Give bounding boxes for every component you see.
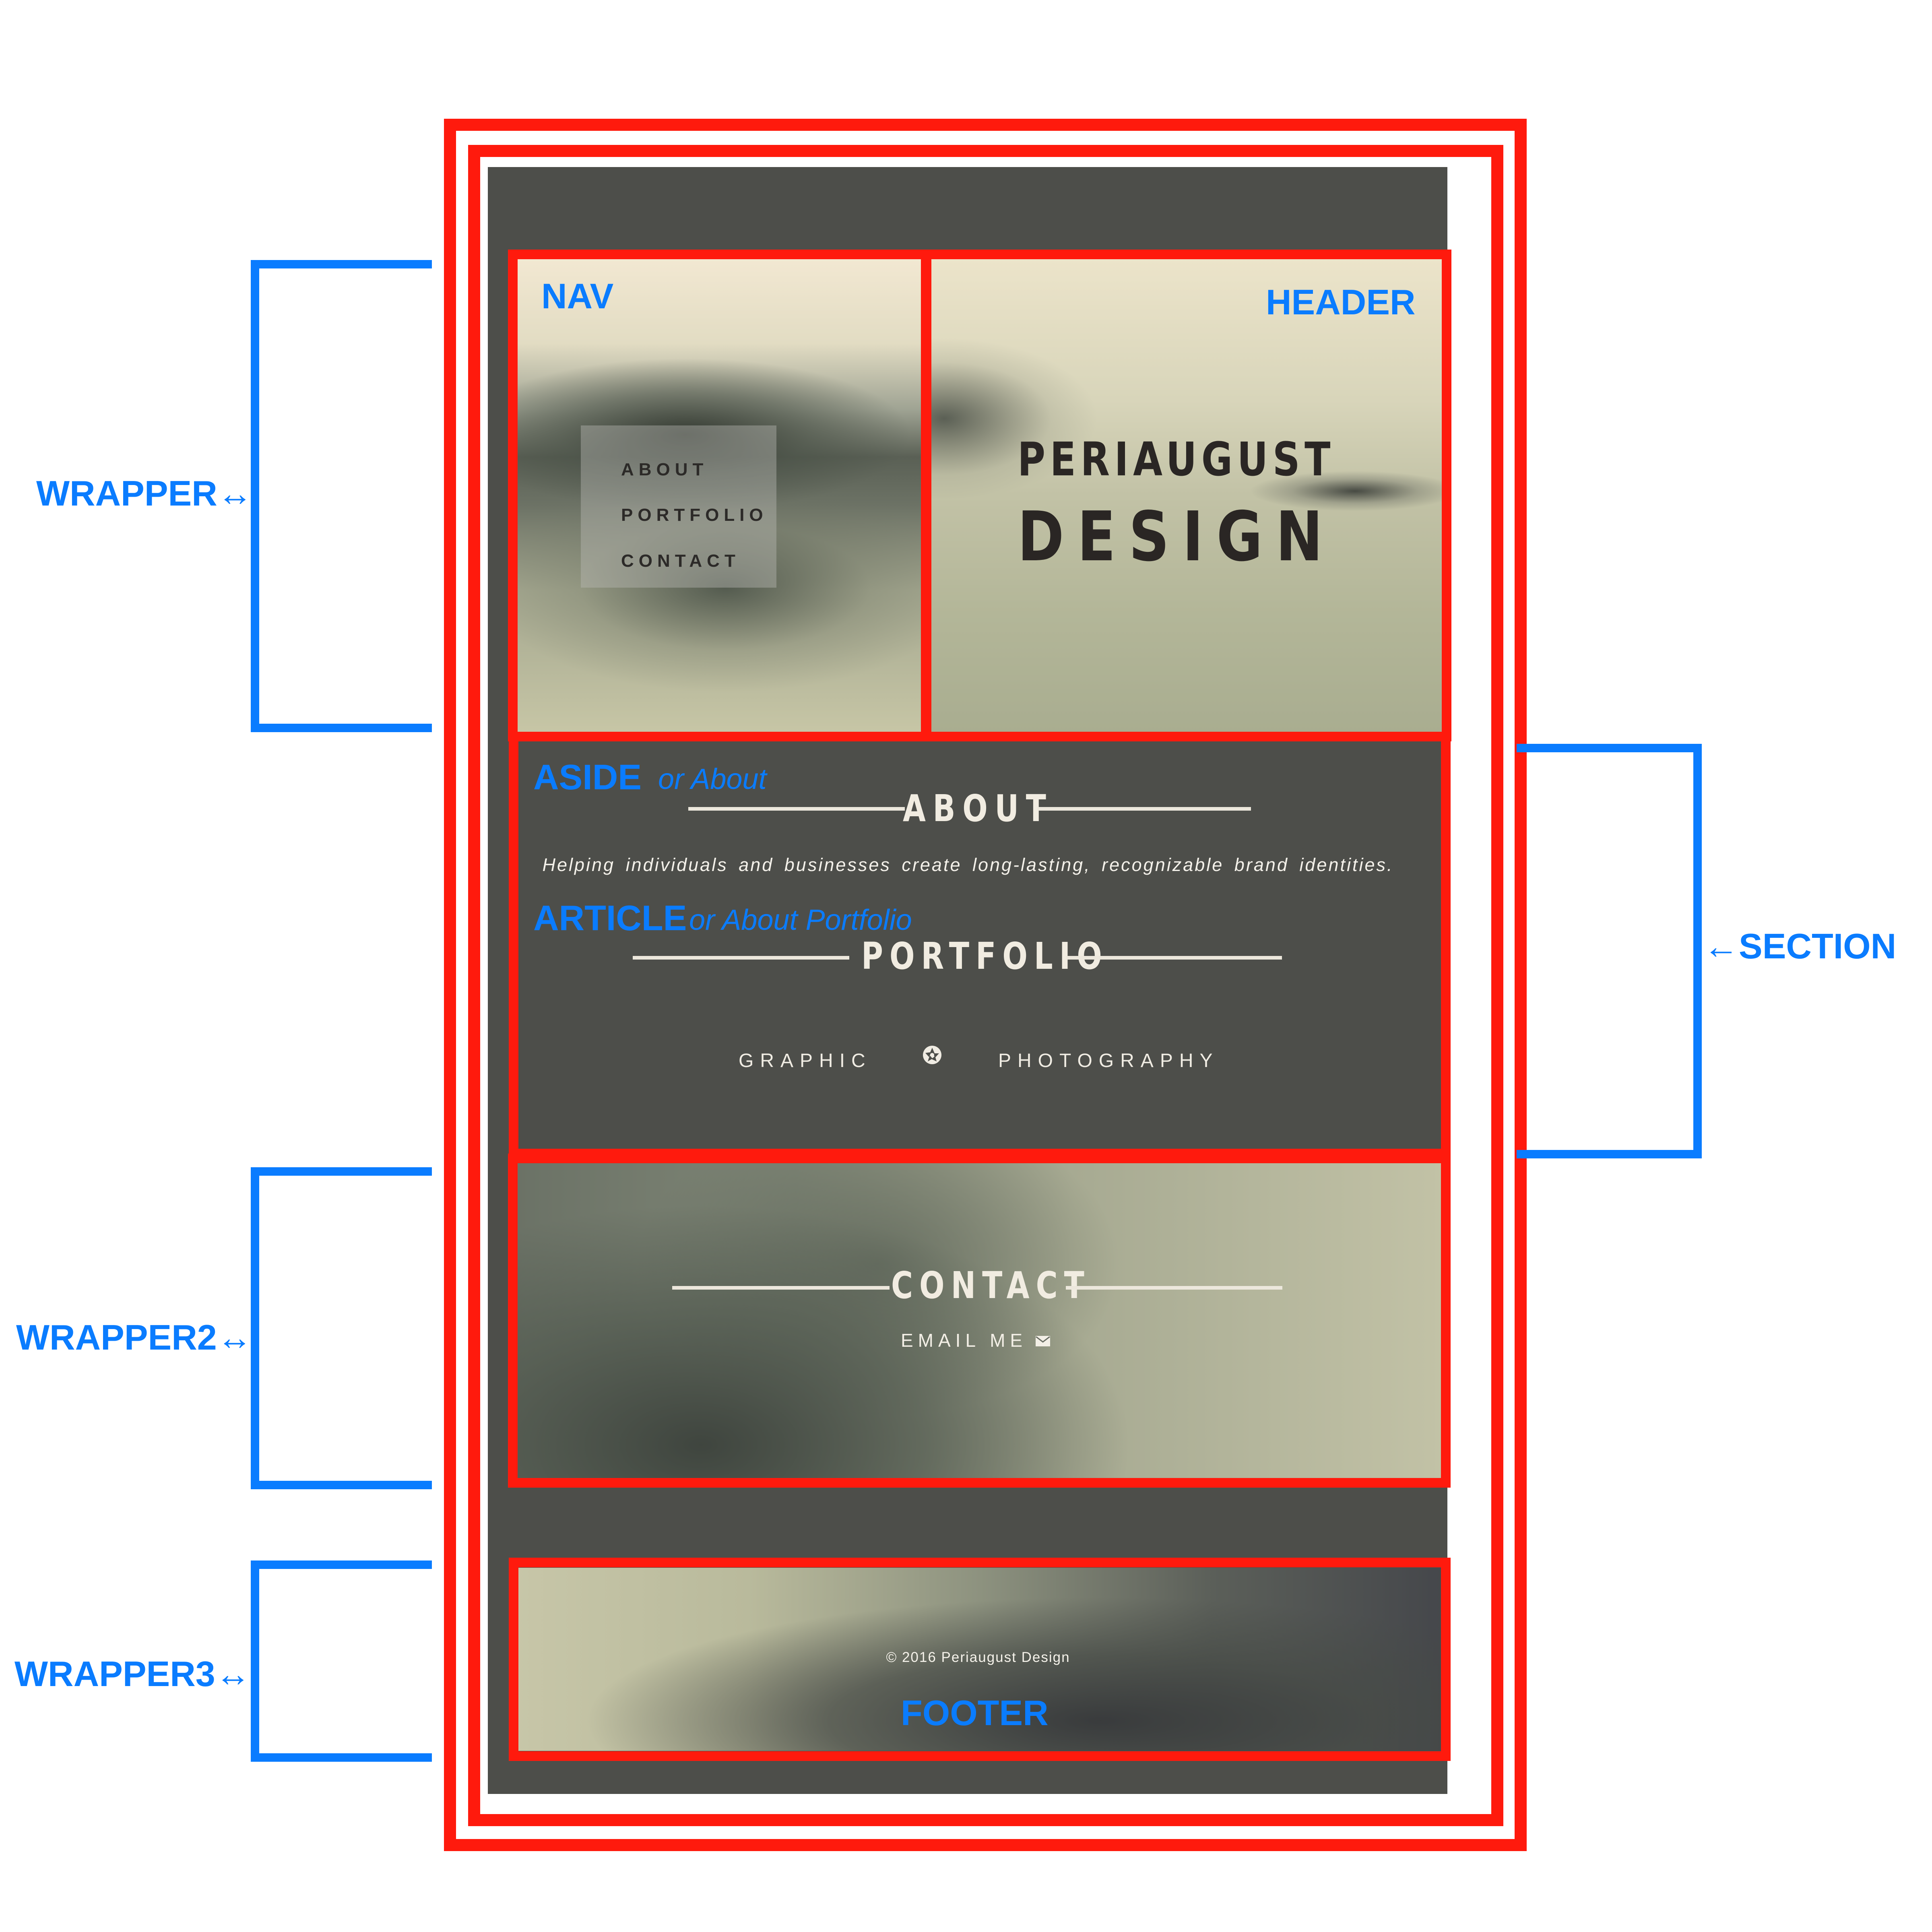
header-frame (921, 250, 1451, 741)
wrapper-bracket (251, 260, 432, 732)
portfolio-heading: PORTFOLIO (861, 935, 1108, 978)
portfolio-rule-left (633, 956, 849, 960)
envelope-icon[interactable] (1035, 1335, 1051, 1347)
nav-menu: ABOUT PORTFOLIO CONTACT (581, 425, 776, 588)
wrapper-annotation: WRAPPER↔ (36, 473, 253, 513)
contact-background-photo (516, 1163, 1444, 1478)
about-heading: ABOUT (903, 787, 1053, 830)
nav-link-portfolio[interactable]: PORTFOLIO (621, 505, 768, 525)
wrapper2-annotation: WRAPPER2↔ (16, 1317, 252, 1357)
footer-frame (509, 1558, 1451, 1761)
header-annotation: HEADER (1266, 282, 1416, 322)
inner-wrapper-frame (468, 145, 1503, 1826)
footer-background-photo (516, 1568, 1444, 1751)
portfolio-rule-right (1067, 956, 1282, 960)
nav-background-photo (516, 258, 923, 733)
contact-heading: CONTACT (891, 1264, 1091, 1307)
footer-annotation: FOOTER (901, 1693, 1049, 1733)
nav-link-about[interactable]: ABOUT (621, 460, 708, 479)
about-tagline: Helping individuals and businesses creat… (542, 855, 1394, 875)
contact-frame (508, 1154, 1451, 1488)
contact-rule-right (1066, 1286, 1282, 1290)
aside-annotation-sub: or About (658, 763, 767, 795)
camera-aperture-icon (923, 1046, 941, 1064)
email-me-link[interactable]: EMAIL ME (901, 1330, 1028, 1351)
nav-annotation: NAV (541, 276, 614, 316)
portfolio-link-photography[interactable]: PHOTOGRAPHY (998, 1050, 1219, 1071)
aside-annotation: ASIDE (533, 757, 642, 797)
nav-frame (508, 250, 931, 741)
outer-wrapper-frame (444, 119, 1527, 1851)
site-title-line1: PERIAUGUST (1018, 433, 1335, 487)
section-annotation: ←SECTION (1703, 926, 1897, 966)
portfolio-link-graphic[interactable]: GRAPHIC (739, 1050, 872, 1071)
header-background-photo (928, 258, 1443, 733)
wrapper3-bracket (251, 1560, 432, 1762)
wrapper3-annotation: WRAPPER3↔ (14, 1654, 251, 1694)
wrapper2-bracket (251, 1167, 432, 1489)
article-annotation-sub: or About Portfolio (689, 904, 912, 936)
about-rule-left (688, 807, 905, 811)
about-rule-right (1038, 807, 1251, 811)
article-annotation: ARTICLE (533, 898, 687, 938)
footer-copyright: © 2016 Periaugust Design (886, 1649, 1070, 1665)
section-bracket (1517, 744, 1702, 1158)
contact-rule-left (672, 1286, 890, 1290)
site-title-line2: DESIGN (1018, 497, 1336, 577)
nav-link-contact[interactable]: CONTACT (621, 551, 740, 571)
